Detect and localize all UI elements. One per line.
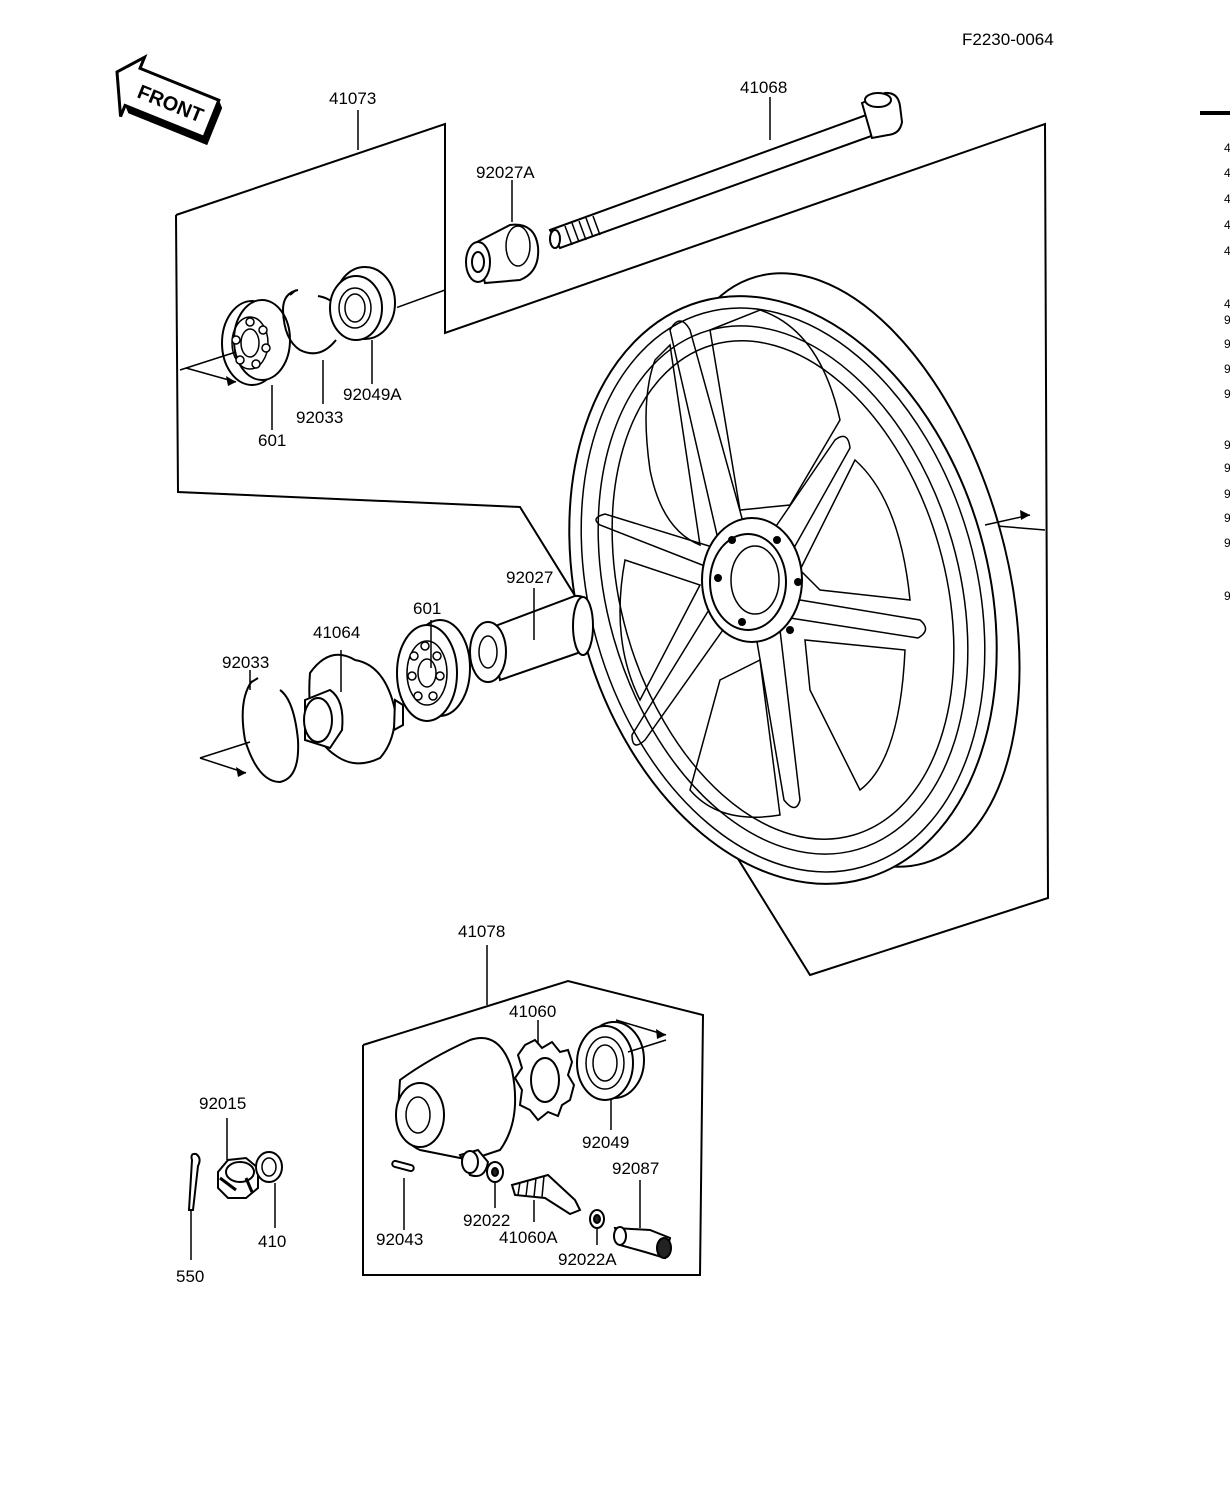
direction-arrow-icon [199, 741, 251, 777]
svg-text:9: 9 [1224, 313, 1230, 327]
svg-text:9: 9 [1224, 461, 1230, 475]
pinion-41060A [510, 1173, 582, 1216]
washer-410 [255, 1151, 283, 1183]
circlip-92033-top [281, 289, 337, 355]
svg-text:4: 4 [1224, 218, 1230, 232]
label-92043: 92043 [376, 1230, 423, 1249]
axle [548, 91, 904, 250]
nut-92015 [217, 1156, 259, 1199]
svg-text:9: 9 [1224, 337, 1230, 351]
washer-92022 [486, 1161, 504, 1183]
bearing-601-mid [396, 619, 471, 722]
edge-marks: 4 4 4 4 4 4 9 9 9 9 9 9 9 9 9 9 [1200, 111, 1230, 603]
plate-41064 [303, 653, 404, 765]
label-410: 410 [258, 1232, 286, 1251]
label-92033-top: 92033 [296, 408, 343, 427]
seal-92049A [329, 266, 396, 341]
label-41073: 41073 [329, 89, 376, 108]
washer-92022A [589, 1209, 605, 1229]
label-92027: 92027 [506, 568, 553, 587]
svg-text:4: 4 [1224, 244, 1230, 258]
label-92049A: 92049A [343, 385, 402, 404]
label-92049: 92049 [582, 1133, 629, 1152]
direction-arrow-icon [615, 1019, 667, 1053]
svg-text:9: 9 [1224, 511, 1230, 525]
svg-text:9: 9 [1224, 387, 1230, 401]
svg-text:9: 9 [1224, 589, 1230, 603]
label-41060A: 41060A [499, 1228, 558, 1247]
svg-text:9: 9 [1224, 536, 1230, 550]
circlip-92033-mid [241, 677, 300, 784]
label-41064: 41064 [313, 623, 360, 642]
svg-text:4: 4 [1224, 141, 1230, 155]
label-601-mid: 601 [413, 599, 441, 618]
seal-92049 [576, 1021, 645, 1101]
label-92033-mid: 92033 [222, 653, 269, 672]
svg-text:4: 4 [1224, 297, 1230, 311]
cotter-pin-550 [187, 1152, 201, 1260]
svg-text:4: 4 [1224, 166, 1230, 180]
figure-code: F2230-0064 [962, 30, 1054, 49]
front-arrow-icon: FRONT [115, 53, 223, 146]
label-92022A: 92022A [558, 1250, 617, 1269]
label-92022: 92022 [463, 1211, 510, 1230]
bushing-92087 [613, 1226, 672, 1260]
label-41060: 41060 [509, 1002, 556, 1021]
gearbox-outline [362, 979, 705, 1276]
gear-housing [395, 1037, 517, 1178]
label-41068: 41068 [740, 78, 787, 97]
collar-92027A [465, 223, 540, 285]
pin-92043 [391, 1159, 415, 1173]
label-601-top: 601 [258, 431, 286, 450]
collar-92027 [469, 594, 594, 683]
svg-text:9: 9 [1224, 362, 1230, 376]
direction-arrow-icon [179, 351, 237, 386]
label-41078: 41078 [458, 922, 505, 941]
wheel [568, 272, 1021, 885]
direction-arrow-icon [984, 510, 1031, 526]
label-92027A: 92027A [476, 163, 535, 182]
bearing-601-top [221, 299, 291, 386]
label-92087: 92087 [612, 1159, 659, 1178]
svg-text:4: 4 [1224, 192, 1230, 206]
svg-text:9: 9 [1224, 487, 1230, 501]
svg-text:9: 9 [1224, 438, 1230, 452]
label-550: 550 [176, 1267, 204, 1286]
gear-41060 [513, 1038, 576, 1122]
label-92015: 92015 [199, 1094, 246, 1113]
